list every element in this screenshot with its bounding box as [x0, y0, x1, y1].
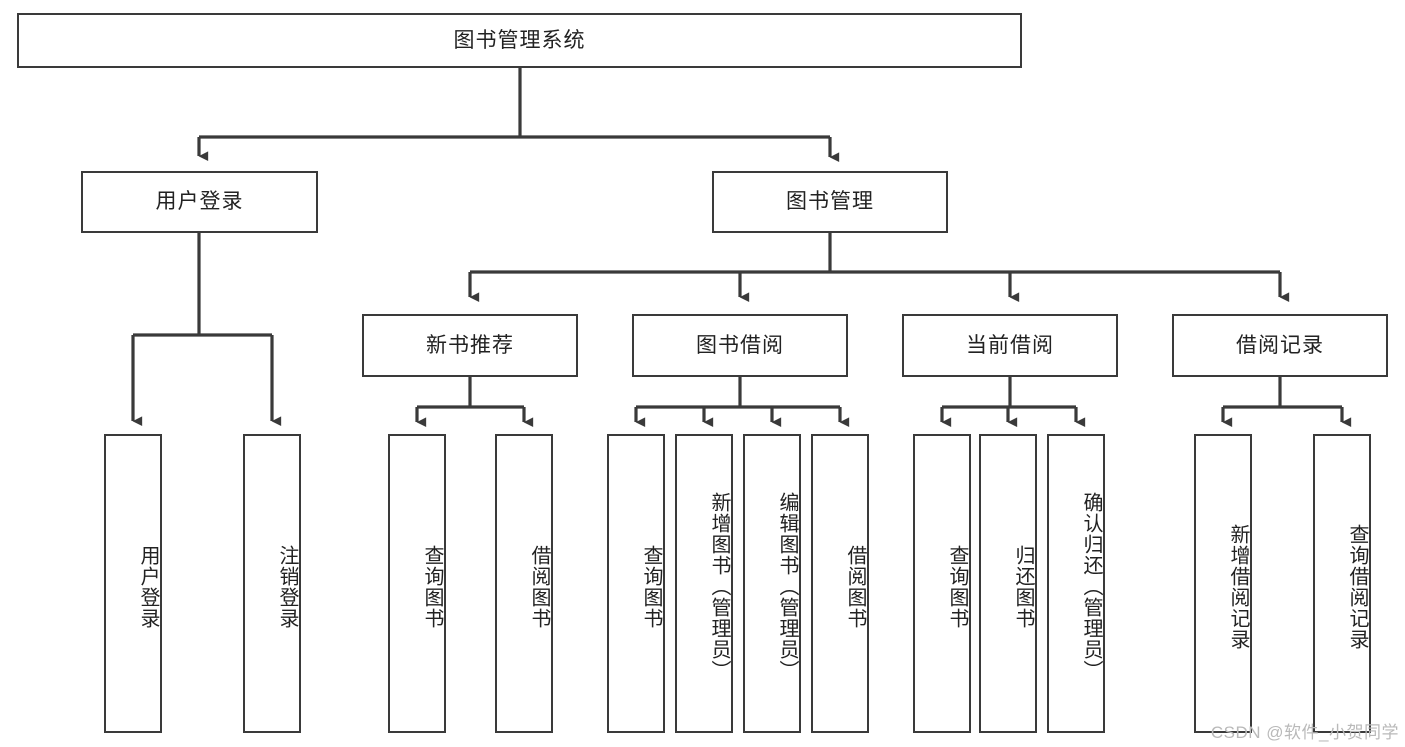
node-label: 借阅记录	[1236, 333, 1324, 357]
leaf-borrow-record-add-record[interactable]: 新增借阅记录	[1194, 434, 1252, 733]
leaf-book-borrow-query-book[interactable]: 查询图书	[607, 434, 665, 733]
leaf-user-login-login[interactable]: 用户登录	[104, 434, 162, 733]
leaf-borrow-record-query-record[interactable]: 查询借阅记录	[1313, 434, 1371, 733]
node-current-borrowing[interactable]: 当前借阅	[902, 314, 1118, 377]
csdn-watermark: CSDN @软件_小贺同学	[1210, 723, 1399, 742]
node-label: 图书管理系统	[453, 28, 586, 52]
leaf-current-borrow-confirm-return-admin[interactable]: 确认归还（管理员）	[1047, 434, 1105, 733]
node-label: 编辑图书（管理员）	[776, 492, 798, 681]
node-label: 用户登录	[155, 190, 244, 214]
node-label: 查询图书	[946, 544, 968, 629]
leaf-new-book-query-book[interactable]: 查询图书	[388, 434, 446, 733]
leaf-current-borrow-query-book[interactable]: 查询图书	[913, 434, 971, 733]
node-label: 借阅图书	[528, 544, 550, 629]
node-label: 图书管理	[786, 190, 874, 214]
node-label: 确认归还（管理员）	[1080, 492, 1102, 681]
node-label: 新增图书（管理员）	[708, 492, 730, 681]
node-label: 借阅图书	[844, 544, 866, 629]
node-label: 查询图书	[640, 544, 662, 629]
node-label: 新书推荐	[426, 333, 514, 357]
node-label: 图书借阅	[696, 333, 784, 357]
leaf-book-borrow-edit-book-admin[interactable]: 编辑图书（管理员）	[743, 434, 801, 733]
node-label: 查询借阅记录	[1346, 523, 1368, 650]
node-root-book-management-system[interactable]: 图书管理系统	[17, 13, 1022, 68]
leaf-user-login-logout[interactable]: 注销登录	[243, 434, 301, 733]
leaf-book-borrow-borrow-book[interactable]: 借阅图书	[811, 434, 869, 733]
leaf-new-book-borrow-book[interactable]: 借阅图书	[495, 434, 553, 733]
node-label: 新增借阅记录	[1227, 523, 1249, 650]
node-book-management[interactable]: 图书管理	[712, 171, 948, 233]
node-label: 注销登录	[276, 544, 298, 629]
node-book-borrowing[interactable]: 图书借阅	[632, 314, 848, 377]
node-label: 当前借阅	[966, 333, 1054, 357]
node-label: 归还图书	[1012, 544, 1034, 629]
node-label: 用户登录	[137, 544, 159, 629]
node-borrowing-records[interactable]: 借阅记录	[1172, 314, 1388, 377]
node-new-book-recommendation[interactable]: 新书推荐	[362, 314, 578, 377]
leaf-current-borrow-return-book[interactable]: 归还图书	[979, 434, 1037, 733]
node-label: 查询图书	[421, 544, 443, 629]
node-user-login[interactable]: 用户登录	[81, 171, 318, 233]
leaf-book-borrow-add-book-admin[interactable]: 新增图书（管理员）	[675, 434, 733, 733]
